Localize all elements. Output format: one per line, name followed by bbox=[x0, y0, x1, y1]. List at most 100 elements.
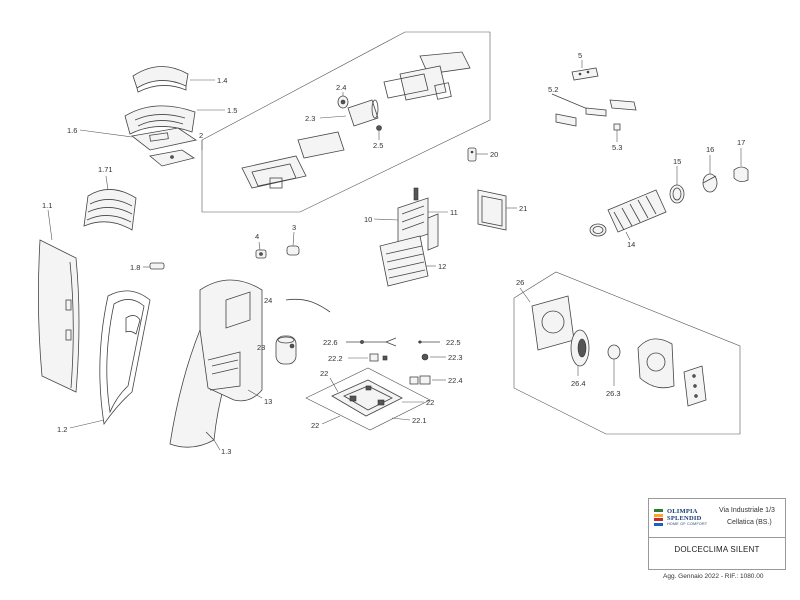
part-1-4-top-cover bbox=[132, 66, 189, 93]
label-1-1: 1.1 bbox=[42, 201, 52, 210]
part-15-ring bbox=[669, 184, 685, 204]
part-26-scroll-housing bbox=[637, 338, 675, 389]
part-1-5-grille bbox=[124, 105, 196, 135]
address-line-1: Via Industriale 1/3 bbox=[719, 507, 775, 514]
part-22-2-switch bbox=[369, 353, 388, 362]
label-20: 20 bbox=[490, 150, 498, 159]
part-5-board bbox=[571, 67, 599, 81]
label-1-2: 1.2 bbox=[57, 425, 67, 434]
label-23: 23 bbox=[257, 343, 265, 352]
logo-stripe-green bbox=[654, 509, 663, 512]
part-26-fan-housing bbox=[531, 295, 575, 351]
label-26-3: 26.3 bbox=[606, 389, 621, 398]
logo-stripes bbox=[654, 509, 663, 527]
label-1-5: 1.5 bbox=[227, 106, 237, 115]
brand-line-1: OLIMPIA bbox=[667, 508, 698, 515]
label-12: 12 bbox=[438, 262, 446, 271]
label-5: 5 bbox=[578, 51, 582, 60]
part-14-hose bbox=[589, 189, 667, 237]
part-2-3-cylinder bbox=[347, 99, 379, 127]
label-2-3: 2.3 bbox=[305, 114, 315, 123]
part-22-base-plate bbox=[331, 379, 403, 417]
part-10-evaporator bbox=[397, 187, 429, 245]
part-26-bracket bbox=[683, 365, 707, 407]
title-block: OLIMPIA SPLENDID HOME OF COMFORT Via Ind… bbox=[648, 498, 786, 570]
part-1-2-front-frame bbox=[99, 290, 151, 426]
part-2-louver-top bbox=[383, 51, 471, 101]
label-15: 15 bbox=[673, 157, 681, 166]
part-5-3-button bbox=[613, 123, 621, 131]
part-1-6-control-board bbox=[131, 127, 198, 167]
part-17-nozzle bbox=[733, 166, 749, 182]
label-21: 21 bbox=[519, 204, 527, 213]
logo-stripe-blue bbox=[654, 522, 663, 526]
part-5-2-strip bbox=[551, 93, 637, 127]
part-1-1-side-panel bbox=[38, 239, 80, 393]
label-22-a: 22 bbox=[320, 369, 328, 378]
label-1-6: 1.6 bbox=[67, 126, 77, 135]
part-3-capacitor bbox=[286, 245, 300, 256]
part-11-coil bbox=[427, 213, 439, 251]
label-24: 24 bbox=[264, 296, 272, 305]
label-22-6: 22.6 bbox=[323, 338, 338, 347]
label-26: 26 bbox=[516, 278, 524, 287]
brand-tagline: HOME OF COMFORT bbox=[667, 522, 708, 526]
part-1-8-plug bbox=[149, 262, 165, 270]
part-22-5-wire bbox=[418, 340, 440, 344]
label-10: 10 bbox=[364, 215, 372, 224]
label-11: 11 bbox=[450, 208, 458, 217]
part-13-rear-body bbox=[199, 279, 263, 402]
part-22-6-wire bbox=[346, 337, 397, 347]
group-outline-22 bbox=[305, 367, 431, 431]
part-22-3-sensor bbox=[421, 353, 429, 361]
label-3: 3 bbox=[292, 223, 296, 232]
label-4: 4 bbox=[255, 232, 259, 241]
label-2: 2 bbox=[199, 131, 203, 140]
label-22-4: 22.4 bbox=[448, 376, 463, 385]
label-1-71: 1.71 bbox=[98, 165, 113, 174]
part-2-bracket bbox=[241, 131, 345, 189]
part-23-compressor bbox=[275, 335, 297, 365]
label-2-5: 2.5 bbox=[373, 141, 383, 150]
label-26-4: 26.4 bbox=[571, 379, 586, 388]
label-17: 17 bbox=[737, 138, 745, 147]
part-24-cable bbox=[285, 298, 331, 313]
part-22-4-pump bbox=[409, 375, 431, 385]
label-22-b: 22 bbox=[426, 398, 434, 407]
label-14: 14 bbox=[627, 240, 635, 249]
part-1-71-filter bbox=[83, 189, 137, 231]
part-26-3-hub bbox=[607, 344, 621, 360]
part-16-adapter bbox=[702, 173, 718, 193]
label-5-3: 5.3 bbox=[612, 143, 622, 152]
label-1-8: 1.8 bbox=[130, 263, 140, 272]
part-26-4-impeller bbox=[570, 329, 590, 367]
brand-line-2: SPLENDID bbox=[667, 515, 702, 522]
label-1-4: 1.4 bbox=[217, 76, 227, 85]
company-logo: OLIMPIA SPLENDID HOME OF COMFORT bbox=[654, 507, 716, 529]
label-22-3: 22.3 bbox=[448, 353, 463, 362]
label-13: 13 bbox=[264, 397, 272, 406]
part-2-5-screw bbox=[376, 125, 382, 131]
label-2-4: 2.4 bbox=[336, 83, 346, 92]
label-22-c: 22 bbox=[311, 421, 319, 430]
label-22-1: 22.1 bbox=[412, 416, 427, 425]
label-5-2: 5.2 bbox=[548, 85, 558, 94]
group-outline-26 bbox=[513, 271, 741, 435]
address-line-2: Cellatica (BS.) bbox=[727, 519, 772, 526]
title-block-header: OLIMPIA SPLENDID HOME OF COMFORT Via Ind… bbox=[649, 499, 785, 538]
product-name: DOLCECLIMA SILENT bbox=[674, 545, 760, 554]
label-22-2: 22.2 bbox=[328, 354, 343, 363]
revision-note: Agg. Gennaio 2022 - RIF.: 1080.00 bbox=[663, 573, 764, 580]
logo-stripe-red bbox=[654, 518, 663, 521]
label-1-3: 1.3 bbox=[221, 447, 231, 456]
logo-stripe-yellow bbox=[654, 513, 663, 517]
label-16: 16 bbox=[706, 145, 714, 154]
part-12-condenser bbox=[379, 235, 429, 287]
label-22-5: 22.5 bbox=[446, 338, 461, 347]
part-21-filter-frame bbox=[477, 189, 507, 231]
group-outline-2 bbox=[201, 31, 491, 213]
part-4-valve bbox=[255, 249, 267, 259]
part-2-4-motor bbox=[337, 95, 349, 109]
part-20-remote bbox=[467, 147, 477, 162]
